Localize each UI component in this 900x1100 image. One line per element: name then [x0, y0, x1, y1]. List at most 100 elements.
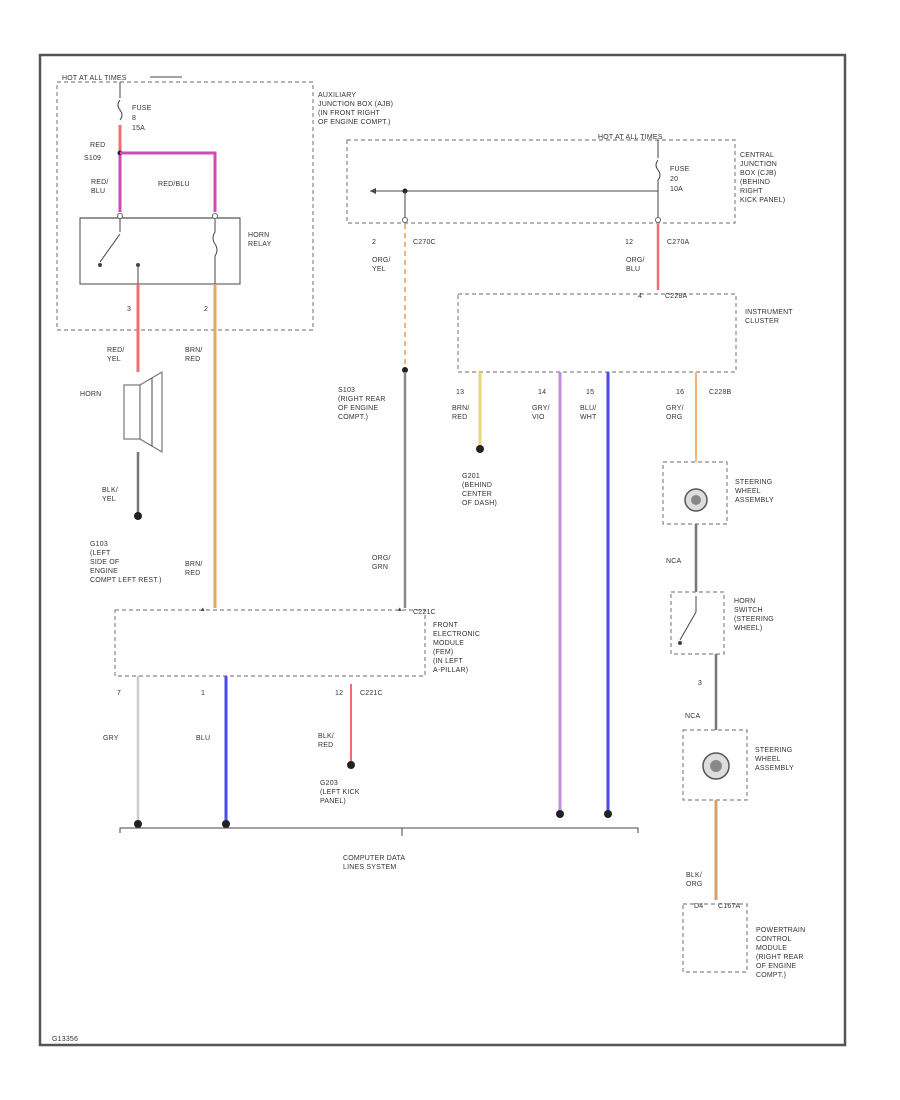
fem-top-tick-left: ▴ [201, 606, 205, 613]
c270a-terminal [655, 217, 661, 223]
relay-terminal-right [212, 213, 218, 219]
ground-g201 [476, 445, 484, 453]
relay-switch-contact [98, 263, 102, 267]
label-red-yel: RED/YEL [107, 347, 125, 363]
label-ic-pin16: 16 [676, 389, 684, 396]
label-red: RED [90, 142, 105, 149]
data-bus-bracket [119, 827, 639, 833]
horn-icon [123, 384, 141, 440]
label-ic-pin14: 14 [538, 389, 546, 396]
label-fem-pin1: 1 [201, 690, 205, 697]
label-hot-at-all-times-right: HOT AT ALL TIMES [598, 134, 663, 141]
relay-coil [212, 218, 218, 284]
label-pcm-pin: D4 [694, 903, 703, 910]
central-junction-box-outline [346, 139, 736, 224]
fem-outline [114, 609, 426, 677]
label-fuse-top-num: 8 [132, 115, 136, 122]
label-org-grn: ORG/GRN [372, 555, 391, 571]
horn-bell [139, 370, 163, 454]
label-gry: GRY [103, 735, 119, 742]
label-fuse-right-amp: 10A [670, 186, 683, 193]
label-gry-org: GRY/ORG [666, 405, 684, 421]
label-sw-pin3: 3 [698, 680, 702, 687]
label-c221c-top: C221C [413, 609, 436, 616]
label-fem-pin7: 7 [117, 690, 121, 697]
clockspring-bottom-center [710, 760, 722, 772]
horn-switch-outline [670, 591, 725, 655]
label-org-blu: ORG/BLU [626, 257, 645, 273]
label-org-yel: ORG/YEL [372, 257, 391, 273]
relay-terminal-left [117, 213, 123, 219]
label-blu-wht: BLU/WHT [580, 405, 597, 421]
fem-top-tick-right: ▴ [398, 606, 402, 613]
diagram-frame [38, 53, 847, 1047]
figure-id: G13356 [52, 1036, 78, 1043]
blu-end [222, 820, 230, 828]
label-c228b: C228B [709, 389, 732, 396]
label-fuse-right-num: 20 [670, 176, 678, 183]
cjb-bus-arrow [370, 188, 376, 194]
aux-junction-box-outline [56, 81, 314, 331]
fuse-right-symbol [655, 159, 661, 181]
wire-red-blu-right [120, 151, 217, 212]
label-fuse-top: FUSE [132, 105, 152, 112]
label-c270c-pin: 2 [372, 239, 376, 246]
label-ic-pin15: 15 [586, 389, 594, 396]
horn-relay-box [79, 217, 241, 285]
splice-s103 [402, 367, 408, 373]
label-c270c: C270C [413, 239, 436, 246]
label-red-blu-wire: RED/BLU [158, 181, 190, 188]
label-pin2: 2 [204, 306, 208, 313]
label-blk-org: BLK/ORG [686, 872, 703, 888]
relay-switch-blade [99, 233, 121, 263]
c270c-terminal [402, 217, 408, 223]
horn-switch-blade [679, 611, 697, 641]
label-nca: NCA [666, 558, 682, 565]
label-gry-vio: GRY/VIO [532, 405, 550, 421]
label-c270a-pin: 12 [625, 239, 633, 246]
label-blk-red: BLK/RED [318, 733, 334, 749]
label-horn: HORN [80, 391, 101, 398]
label-s109: S109 [84, 155, 101, 162]
label-nca2: NCA [685, 713, 701, 720]
label-pin3: 3 [127, 306, 131, 313]
label-fuse-right: FUSE [670, 166, 690, 173]
ground-g103 [134, 512, 142, 520]
label-fuse-top-amp: 15A [132, 125, 145, 132]
fuse-top-symbol [117, 99, 123, 121]
label-blk-yel: BLK/YEL [102, 487, 118, 503]
label-brn-red-mid: BRN/RED [185, 561, 203, 577]
instrument-cluster-outline [457, 293, 737, 373]
label-blu: BLU [196, 735, 210, 742]
label-ic-pin13: 13 [456, 389, 464, 396]
pcm-outline [682, 903, 748, 973]
ground-g203 [347, 761, 355, 769]
label-brn-red-ic: BRN/RED [452, 405, 470, 421]
label-brn-red-top: BRN/RED [185, 347, 203, 363]
gry-end [134, 820, 142, 828]
horn-switch-contact [678, 641, 682, 645]
label-c270a: C270A [667, 239, 690, 246]
label-c228a: C228A [665, 293, 688, 300]
label-c167a: C167A [718, 903, 741, 910]
label-red-blu: RED/BLU [91, 179, 109, 195]
gry-vio-end [556, 810, 564, 818]
clockspring-top-center [691, 495, 701, 505]
blu-wht-end [604, 810, 612, 818]
label-c221c-bottom: C221C [360, 690, 383, 697]
label-hot-at-all-times-top: HOT AT ALL TIMES [62, 75, 127, 82]
